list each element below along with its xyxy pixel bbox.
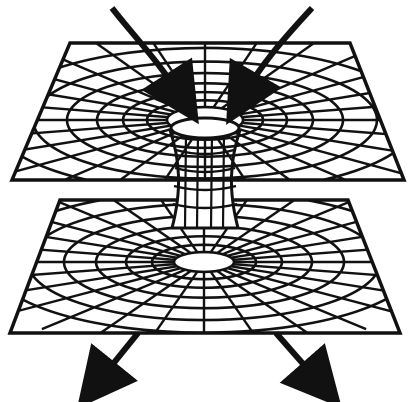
upper-mouth — [171, 118, 239, 138]
